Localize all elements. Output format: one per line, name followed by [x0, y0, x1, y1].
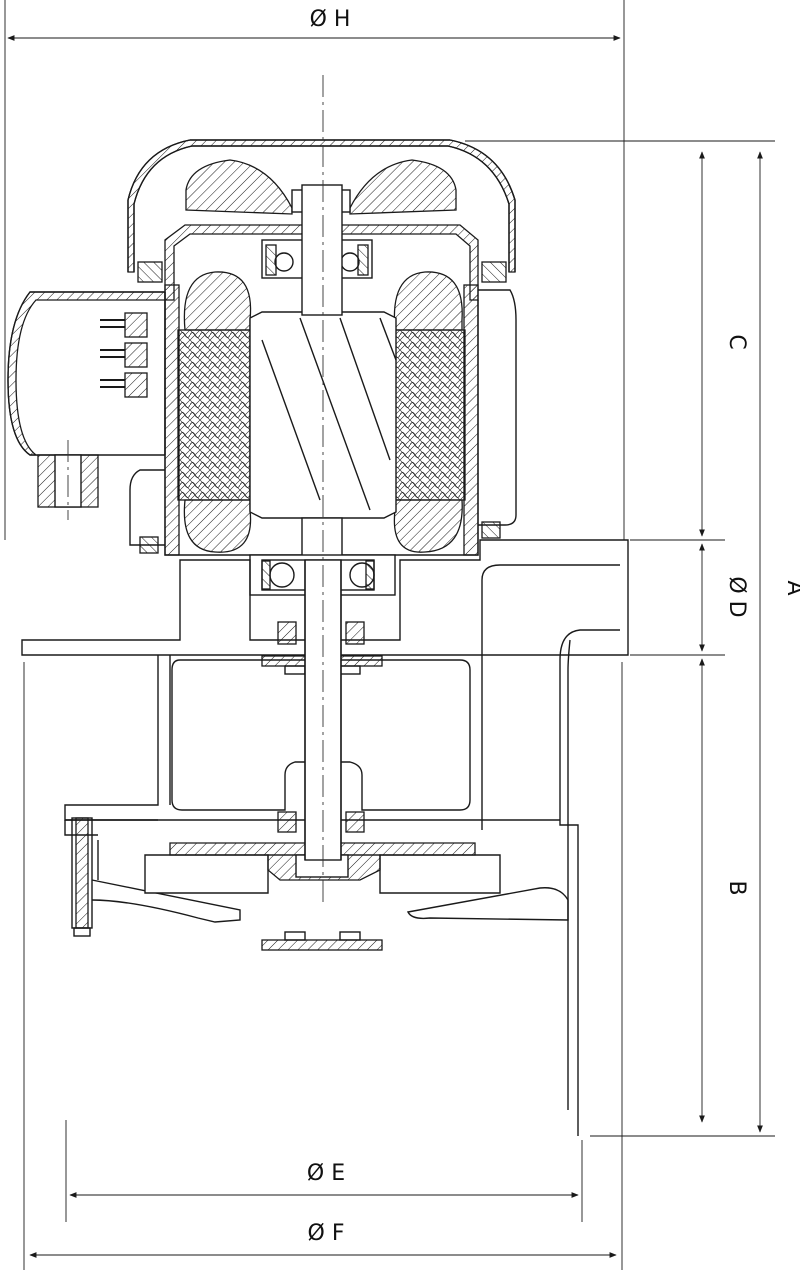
dim-label-a: A — [782, 580, 800, 595]
stator-core-right — [394, 329, 466, 501]
dimension-lines — [4, 0, 775, 1270]
pump-body — [64, 559, 620, 1136]
stator-winding-top-right — [393, 271, 463, 331]
cover-bolts — [137, 261, 507, 554]
dimension-labels: Ø H C Ø D A B Ø E Ø F — [307, 7, 800, 1246]
volute-right — [406, 887, 569, 921]
dim-label-c: C — [724, 334, 749, 349]
dim-label-e: Ø E — [307, 1161, 345, 1186]
pump-column-left-outer — [64, 655, 159, 821]
foot-bolt-left — [75, 817, 89, 929]
fan-cover-hatch — [127, 139, 516, 273]
motor-frame-wall-left — [164, 284, 180, 556]
stator-winding-bottom-right — [393, 499, 463, 553]
stator-winding-bottom-left — [183, 499, 252, 553]
discharge-pipe-outer — [559, 629, 620, 1136]
cooling-fin-left — [129, 469, 165, 546]
top-bearing-race-left — [265, 244, 277, 276]
impeller-left-vane — [144, 854, 269, 894]
dim-label-d: Ø D — [724, 576, 749, 617]
discharge-pipe-inner — [481, 564, 620, 830]
top-bearing-race-right — [357, 244, 369, 276]
collar-upper-tab-right — [339, 665, 361, 675]
seal-lower-right — [345, 811, 365, 833]
stator-core-left — [177, 329, 251, 501]
terminal-studs — [100, 312, 148, 398]
collar-lower-tab-left — [284, 931, 306, 941]
dim-label-h: Ø H — [310, 7, 351, 32]
discharge-pipe-wall — [567, 639, 571, 1110]
bolt-bottom-right — [481, 521, 501, 539]
foot-bolt-nut-left — [73, 927, 91, 937]
collar-lower-tab-right — [339, 931, 361, 941]
seal-upper-left — [277, 621, 297, 645]
bolt-top-left — [137, 261, 163, 283]
motor-frame-wall-right — [463, 284, 479, 556]
inner-chamber-right — [180, 659, 471, 811]
shaft-collar-lower — [261, 939, 383, 951]
fan-blade-left — [185, 159, 293, 215]
terminal-box — [7, 291, 166, 520]
motor-flange-plate — [21, 539, 629, 656]
motor-shaft-upper — [301, 184, 343, 316]
collar-upper-tab-left — [284, 665, 306, 675]
stator-winding-top-left — [183, 271, 252, 331]
cooling-fin-right — [478, 289, 517, 526]
dim-label-b: B — [724, 880, 749, 895]
inner-chamber-left — [171, 659, 305, 811]
dim-label-f: Ø F — [308, 1221, 345, 1246]
rotor-skew-lines — [261, 317, 397, 511]
seal-upper-right — [345, 621, 365, 645]
motor-section — [127, 139, 517, 564]
seal-lower-left — [277, 811, 297, 833]
volute-left — [91, 879, 241, 923]
bolt-bottom-left — [139, 536, 159, 554]
terminal-box-cover-hatch — [7, 291, 166, 456]
bolt-top-right — [481, 261, 507, 283]
impeller-right-vane — [379, 854, 501, 894]
fan-blade-right — [349, 159, 457, 215]
